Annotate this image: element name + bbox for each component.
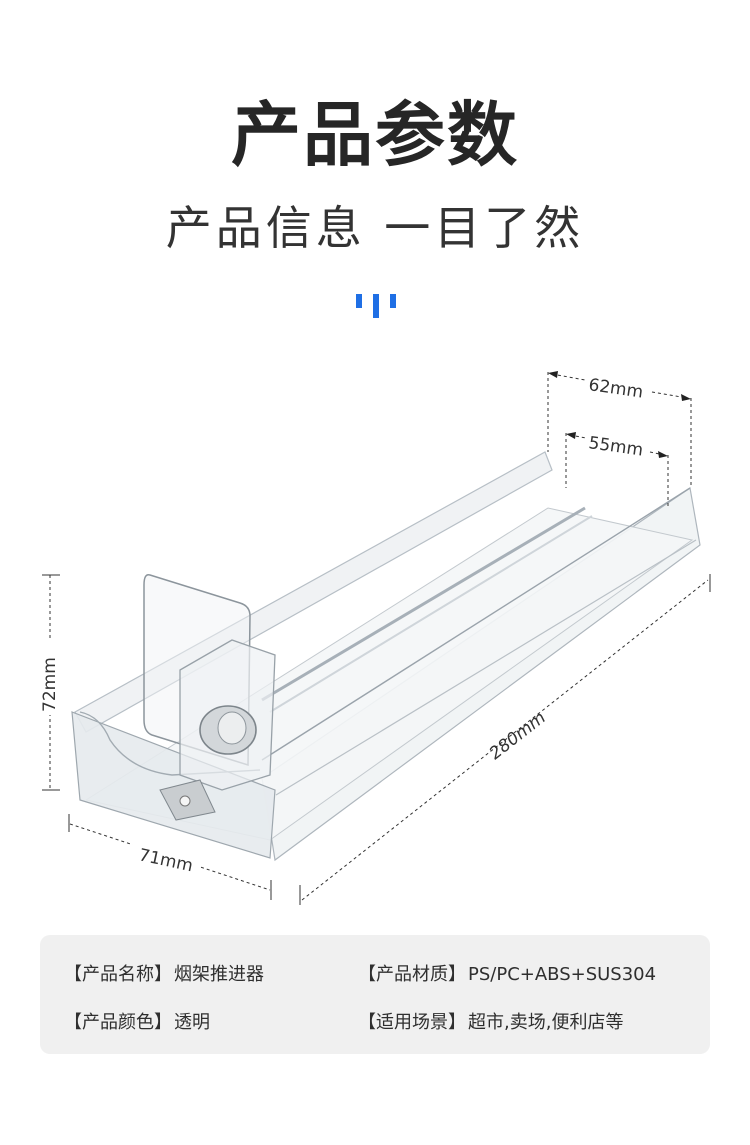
spec-panel: 【产品名称】烟架推进器 【产品材质】PS/PC+ABS+SUS304 【产品颜色… [40, 935, 710, 1054]
inner-rail-right [269, 515, 593, 713]
right-wall-edge-lower [275, 539, 697, 796]
inner-rail-left [261, 506, 586, 702]
spec-item-name: 【产品名称】烟架推进器 [64, 960, 264, 986]
spec-item-usage: 【适用场景】超市,卖场,便利店等 [358, 1008, 623, 1034]
spring-core [217, 711, 247, 745]
dimension-inner-width: 55mm [565, 432, 669, 508]
dimension-inner-width-label: 55mm [587, 433, 644, 460]
spec-value: 超市,卖场,便利店等 [468, 1012, 624, 1033]
spec-item-color: 【产品颜色】透明 [64, 1008, 210, 1034]
spec-label: 【适用场景】 [358, 1012, 466, 1033]
tray-front-lip [79, 711, 261, 776]
spec-value: PS/PC+ABS+SUS304 [468, 964, 657, 985]
right-wall-edge [261, 487, 691, 761]
page-title: 产品参数 [231, 94, 519, 176]
dimension-length-label: 280mm [486, 708, 550, 764]
spec-item-material: 【产品材质】PS/PC+ABS+SUS304 [358, 960, 656, 986]
dimension-height-label: 72mm [40, 657, 60, 712]
spring-tab-hole [179, 795, 191, 807]
spec-label: 【产品颜色】 [64, 1012, 172, 1033]
spec-value: 烟架推进器 [174, 964, 264, 985]
page-subtitle: 产品信息 一目了然 [165, 201, 585, 255]
dimension-outer-width-label: 62mm [587, 375, 644, 402]
accent-bars-icon [356, 294, 396, 318]
spec-label: 【产品材质】 [358, 964, 466, 985]
spec-value: 透明 [174, 1012, 210, 1033]
product-diagram: 62mm 55mm 72mm 280mm 71mm [35, 371, 711, 905]
spec-label: 【产品名称】 [64, 964, 172, 985]
dimension-outer-width: 62mm [547, 371, 692, 488]
dimension-height: 72mm [35, 574, 65, 791]
